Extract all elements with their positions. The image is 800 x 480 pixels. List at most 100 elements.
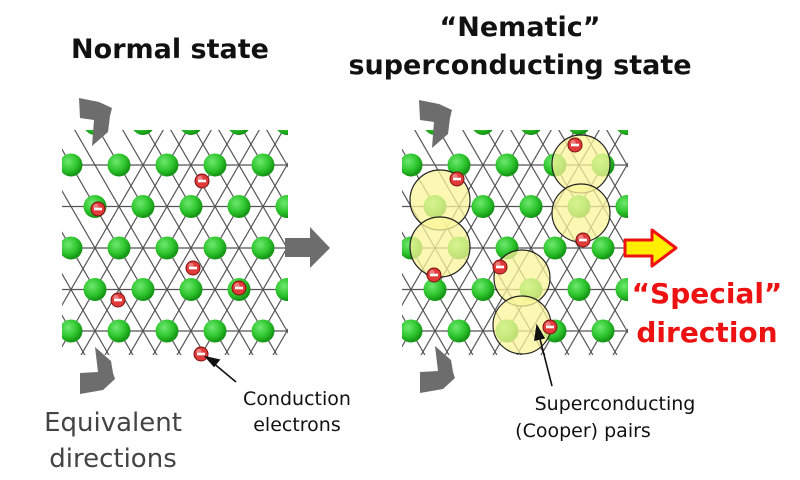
atom	[155, 319, 179, 343]
atom	[324, 361, 347, 384]
atom	[180, 361, 203, 384]
atom	[617, 130, 628, 135]
atom	[36, 112, 59, 135]
atom	[300, 154, 323, 177]
atom	[372, 278, 395, 301]
atom	[107, 236, 131, 260]
atom	[348, 237, 371, 260]
atom	[688, 237, 711, 260]
atom	[277, 130, 288, 135]
pointer-cooper-pair	[538, 334, 553, 387]
atom	[133, 130, 153, 135]
arrow-up-left-right-icon	[419, 100, 452, 148]
atom	[228, 361, 251, 384]
atom	[372, 195, 395, 218]
atom	[352, 237, 375, 260]
electron-minus-sign-icon	[90, 201, 106, 217]
electron-minus-sign-icon	[194, 173, 210, 189]
atom	[36, 195, 59, 218]
atom	[251, 153, 275, 177]
atom	[591, 319, 615, 343]
label-pairs-line2: (Cooper) pairs	[515, 420, 651, 442]
atom	[519, 195, 543, 218]
atom	[402, 153, 423, 177]
atom	[569, 130, 589, 135]
atom	[521, 130, 541, 135]
atom	[12, 237, 35, 260]
atom	[227, 195, 251, 218]
atom	[615, 195, 628, 218]
atom	[275, 278, 288, 301]
pointer-conduction-head-icon	[203, 355, 221, 368]
atom	[616, 361, 639, 384]
atom	[376, 112, 399, 135]
atom	[688, 154, 711, 177]
atom	[712, 112, 735, 135]
arrow-up-left-left-icon	[79, 98, 112, 146]
atom	[543, 236, 567, 260]
electron-minus-sign-icon	[575, 232, 591, 248]
label-pairs-line1: Superconducting	[535, 393, 696, 415]
electron-minus-sign-icon	[185, 260, 201, 276]
atom	[36, 278, 59, 301]
label-conduction-line1: Conduction	[243, 388, 351, 410]
atom	[324, 195, 347, 218]
atom	[352, 154, 375, 177]
electron-minus-sign-icon	[567, 137, 583, 153]
pointer-cooper-head-icon	[534, 323, 546, 342]
electron-minus-sign-icon	[492, 259, 508, 275]
atom	[203, 236, 227, 260]
electron-minus-sign-icon	[449, 171, 465, 187]
atom	[107, 153, 131, 177]
atom	[615, 278, 628, 301]
atom	[520, 361, 543, 384]
label-conduction-line2: electrons	[253, 414, 341, 436]
electron-minus-sign-icon	[110, 292, 126, 308]
atom	[62, 319, 83, 343]
electron-minus-sign-icon	[231, 280, 247, 296]
atom	[132, 361, 155, 384]
atom	[471, 195, 495, 218]
atom	[324, 112, 347, 135]
atom	[324, 278, 347, 301]
atom	[62, 153, 83, 177]
atom	[348, 154, 371, 177]
electron-minus-sign-icon	[542, 319, 558, 335]
atom	[402, 319, 423, 343]
atom	[181, 130, 201, 135]
atom	[664, 195, 687, 218]
atom	[276, 361, 299, 384]
atom	[251, 236, 275, 260]
atom	[473, 130, 493, 135]
atom	[712, 195, 735, 218]
electron-minus-sign-icon	[193, 346, 209, 362]
atom	[179, 195, 203, 218]
atom	[376, 361, 399, 384]
atom	[640, 154, 663, 177]
title-normal-state: Normal state	[71, 34, 269, 65]
atom	[203, 319, 227, 343]
atom	[203, 153, 227, 177]
title-nematic-line1: “Nematic”	[440, 12, 601, 43]
arrow-right-middle-icon	[285, 227, 330, 268]
title-nematic-line2: superconducting state	[348, 50, 691, 81]
arrow-down-left-right-icon	[420, 346, 455, 393]
atom	[179, 278, 203, 301]
label-equivalent-line2: directions	[49, 444, 177, 474]
atom	[376, 278, 399, 301]
atom	[36, 361, 59, 384]
atom	[155, 153, 179, 177]
atom	[447, 319, 471, 343]
atom	[376, 195, 399, 218]
atom	[447, 153, 471, 177]
atom	[664, 112, 687, 135]
electrons	[90, 137, 591, 362]
atom	[348, 320, 371, 343]
special-direction-arrow-icon	[623, 228, 678, 268]
atom	[495, 153, 519, 177]
atom	[352, 320, 375, 343]
atom	[62, 236, 83, 260]
atom	[229, 130, 249, 135]
electron-minus-sign-icon	[426, 267, 442, 283]
atom	[372, 361, 395, 384]
